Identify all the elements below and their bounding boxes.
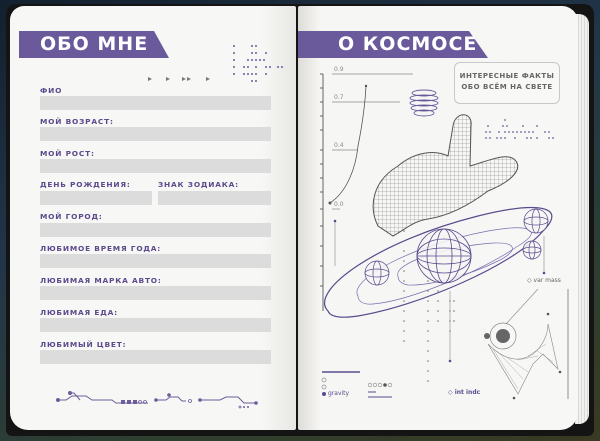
wireframe-hand-illustration [372,114,519,237]
page-title-space: О КОСМОСЕ [338,33,478,55]
field-city[interactable] [40,223,271,237]
right-page: О КОСМОСЕ 0.9 0.7 0.4 0.0 ИНТЕРЕСНЫЕ ФАК… [298,6,578,430]
field-zodiac[interactable] [158,191,271,205]
var-mass-text: var mass [533,277,561,284]
arrow-icon [166,77,170,81]
field-label-height: МОЙ РОСТ: [40,149,95,158]
field-birthday[interactable] [40,191,152,205]
field-label-season: ЛЮБИМОЕ ВРЕМЯ ГОДА: [40,244,162,253]
arrow-icon [148,77,152,81]
arrow-icon [187,77,191,81]
page-title-about-me: ОБО МНЕ [40,33,149,55]
field-name[interactable] [40,96,271,110]
arrow-icon [182,77,186,81]
page-edges [575,14,589,424]
int-indc-text: int indc [454,389,481,396]
legend-gravity-label: gravity [328,390,350,397]
dot-matrix-decoration [233,45,283,82]
coil-sphere-illustration [409,89,439,117]
dot-column-decoration [403,230,455,382]
var-mass-label: ◇ var mass [527,277,561,284]
bubble-line-2: ОБО ВСЁМ НА СВЕТЕ [461,83,553,91]
field-season[interactable] [40,254,271,268]
axis-tick-label: 0.4 [334,142,344,149]
arrow-icon [206,77,210,81]
axis-tick-label: 0.0 [334,201,344,208]
drop-icon: ◇ [527,277,532,284]
field-label-name: ФИО [40,86,63,95]
planetary-orbit-illustration [324,207,553,318]
drop-icon: ◇ [448,389,453,396]
speech-bubble: ИНТЕРЕСНЫЕ ФАКТЫ ОБО ВСЁМ НА СВЕТЕ [454,62,560,104]
legend-decoration [321,371,393,398]
field-label-city: МОЙ ГОРОД: [40,212,103,221]
field-height[interactable] [40,159,271,173]
field-label-car: ЛЮБИМАЯ МАРКА АВТО: [40,276,162,285]
bubble-line-1: ИНТЕРЕСНЫЕ ФАКТЫ [459,72,555,80]
title-band [298,31,488,58]
bubble-text: ИНТЕРЕСНЫЕ ФАКТЫ ОБО ВСЁМ НА СВЕТЕ [455,71,559,93]
field-car[interactable] [40,286,271,300]
field-food[interactable] [40,318,271,332]
dot-matrix-decoration [485,119,554,139]
field-label-birthday: ДЕНЬ РОЖДЕНИЯ: [40,180,131,189]
field-age[interactable] [40,127,271,141]
field-label-age: МОЙ ВОЗРАСТ: [40,117,114,126]
field-color[interactable] [40,350,271,364]
field-label-zodiac: ЗНАК ЗОДИАКА: [158,180,239,189]
field-label-food: ЛЮБИМАЯ ЕДА: [40,308,118,317]
title-band [19,31,169,58]
axis-tick-label: 0.9 [334,66,344,73]
int-indc-label: ◇ int indc [448,389,480,396]
circuit-decoration [56,391,258,409]
gravity-mesh-illustration [484,288,569,400]
left-page: ОБО МНЕ ФИО МОЙ ВОЗРАСТ: МОЙ РОСТ: ДЕНЬ … [10,6,296,430]
axis-chart-decoration [320,73,413,311]
field-label-color: ЛЮБИМЫЙ ЦВЕТ: [40,340,127,349]
axis-tick-label: 0.7 [334,94,344,101]
